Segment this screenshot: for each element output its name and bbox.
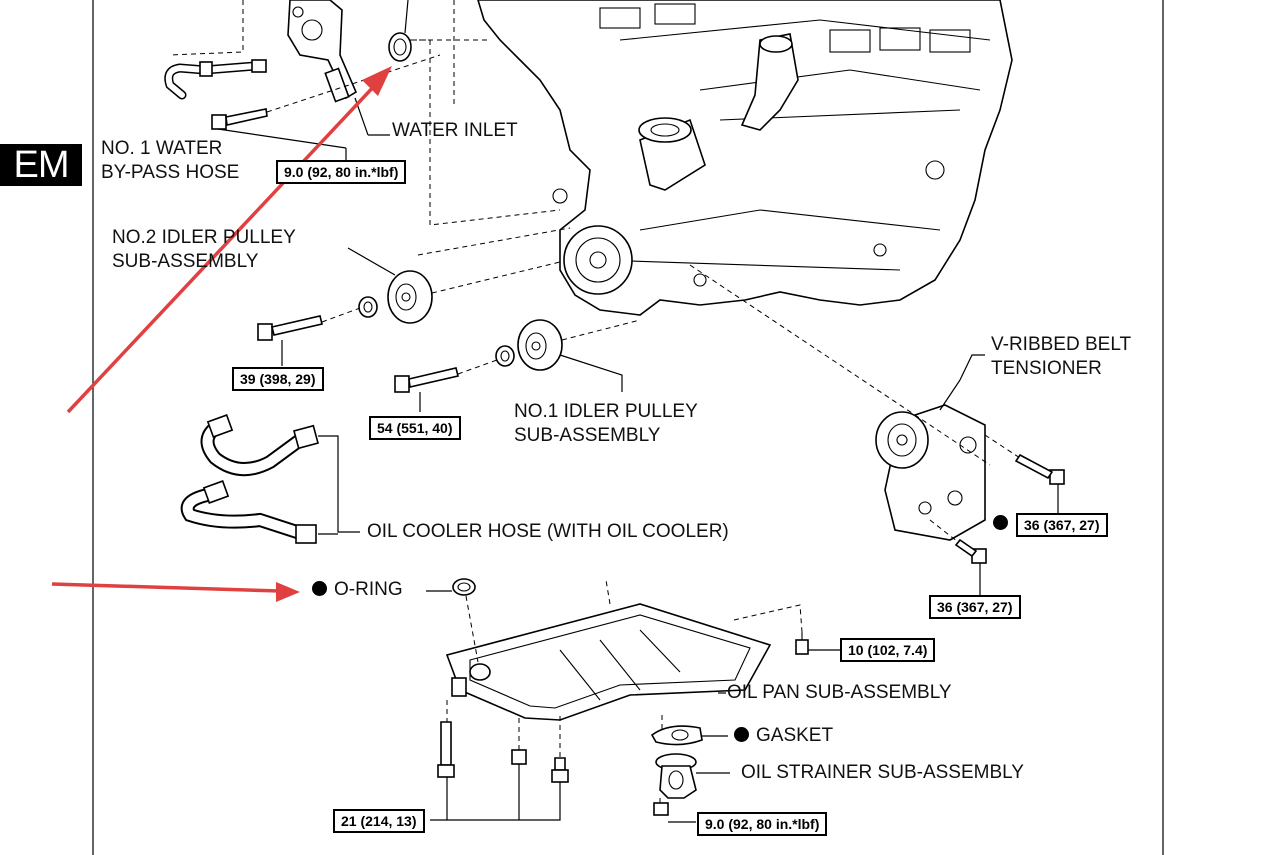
engine-assembly (477, 0, 1013, 316)
non-reusable-dot-icon (993, 515, 1008, 530)
label-oil-pan: OIL PAN SUB-ASSEMBLY (727, 682, 952, 703)
non-reusable-dot-icon (312, 581, 327, 596)
torque-strainer-nut: 9.0 (92, 80 in.*lbf) (697, 812, 828, 836)
non-reusable-dot-icon (734, 727, 749, 742)
torque-oil-pan-bolt-right: 10 (102, 7.4) (840, 638, 936, 662)
torque-idler1-bolt: 54 (551, 40) (369, 416, 461, 440)
label-belt-tensioner: V-RIBBED BELT TENSIONER (991, 333, 1131, 381)
label-water-bypass-hose: NO. 1 WATER BY-PASS HOSE (101, 137, 239, 185)
torque-idler2-bolt: 39 (398, 29) (232, 367, 324, 391)
oil-pan-group (426, 578, 840, 821)
label-gasket-text: GASKET (756, 725, 834, 746)
label-no2-idler-pulley: NO.2 IDLER PULLEY SUB-ASSEMBLY (112, 226, 296, 274)
label-no1-idler-pulley: NO.1 IDLER PULLEY SUB-ASSEMBLY (514, 400, 698, 448)
oil-cooler-hose-group (180, 414, 360, 544)
label-water-bypass-hose-line2: BY-PASS HOSE (101, 162, 240, 183)
belt-tensioner-group (689, 264, 1065, 596)
oil-strainer-group (650, 715, 730, 823)
water-inlet-gasket-ring (388, 32, 412, 62)
torque-water-inlet-bolt: 9.0 (92, 80 in.*lbf) (276, 160, 407, 184)
label-water-inlet: WATER INLET (392, 120, 518, 141)
label-oil-cooler-hose: OIL COOLER HOSE (WITH OIL COOLER) (367, 521, 729, 542)
water-inlet-group (164, 0, 561, 226)
label-no1-idler-pulley-line2: SUB-ASSEMBLY (514, 425, 661, 446)
label-no1-idler-pulley-line1: NO.1 IDLER PULLEY (514, 401, 698, 422)
label-oil-strainer: OIL STRAINER SUB-ASSEMBLY (741, 762, 1024, 783)
label-belt-tensioner-line1: V-RIBBED BELT (991, 334, 1132, 355)
torque-oil-pan-bolts-bottom: 21 (214, 13) (333, 809, 425, 833)
no1-idler-pulley-group (394, 319, 641, 412)
no2-idler-pulley-group (257, 227, 571, 366)
section-tab-em: EM (0, 144, 82, 186)
label-no2-idler-pulley-line2: SUB-ASSEMBLY (112, 251, 259, 272)
torque-tensioner-bolt-lower: 36 (367, 27) (929, 595, 1021, 619)
label-gasket: GASKET (734, 724, 833, 748)
non-reusable-dot-tensioner (993, 512, 1015, 536)
label-oring-text: O-RING (334, 579, 403, 600)
label-oring: O-RING (312, 578, 403, 602)
torque-tensioner-bolt-upper: 36 (367, 27) (1016, 513, 1108, 537)
annotation-arrow-oring (51, 582, 300, 602)
label-water-bypass-hose-line1: NO. 1 WATER (101, 138, 223, 159)
annotation-arrow-water-inlet (66, 66, 392, 414)
label-belt-tensioner-line2: TENSIONER (991, 358, 1102, 379)
label-no2-idler-pulley-line1: NO.2 IDLER PULLEY (112, 227, 296, 248)
